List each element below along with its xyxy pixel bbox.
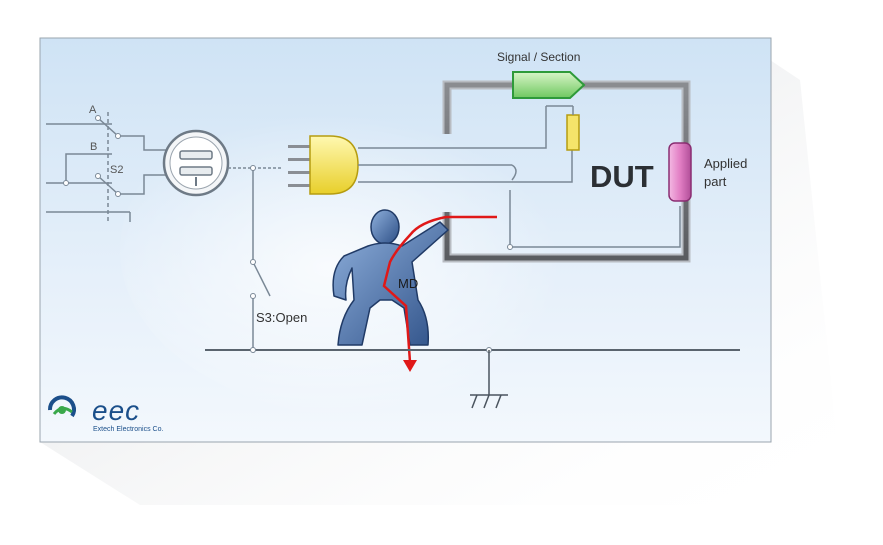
switch-node: [115, 191, 121, 197]
applied-part-label-line2: part: [704, 174, 727, 189]
switch-network: [46, 112, 168, 222]
internal-resistor: [566, 114, 580, 151]
earth-ground-icon: [470, 350, 508, 409]
cable-node: [507, 244, 513, 250]
eec-logo-icon: [48, 395, 76, 418]
switch-node: [115, 133, 121, 139]
md-label: MD: [398, 276, 418, 291]
switch-label-b: B: [90, 141, 97, 153]
switch-label-s2: S2: [110, 164, 123, 176]
card-shadow: [40, 60, 840, 505]
switch-label-a: A: [89, 104, 97, 116]
dut-label: DUT: [590, 159, 654, 194]
signal-section-label: Signal / Section: [497, 50, 580, 64]
switch-node: [63, 180, 69, 186]
applied-part-element: [668, 142, 692, 202]
power-plug: [288, 135, 359, 195]
logo-company: Extech Electronics Co.: [93, 426, 163, 433]
s3-node: [250, 259, 256, 265]
power-socket: [162, 129, 230, 197]
person-figure: [332, 209, 449, 346]
signal-section-connector: [512, 71, 586, 99]
switch-node: [95, 115, 101, 121]
switch-node: [95, 173, 101, 179]
s3-node: [250, 293, 256, 299]
s3-label: S3:Open: [256, 310, 307, 325]
s3-node: [250, 165, 256, 171]
leakage-current-path: [382, 215, 497, 372]
ground-node: [250, 347, 256, 353]
applied-part-label-line1: Applied: [704, 156, 747, 171]
logo-wordmark: eec: [92, 395, 140, 426]
